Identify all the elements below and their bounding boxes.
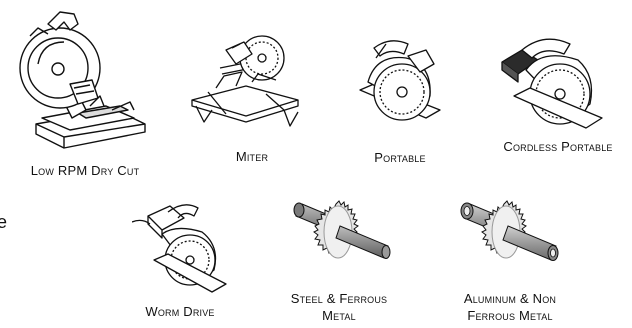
clipped-edge-text: e [0, 212, 8, 232]
portable-circular-saw-icon [359, 40, 441, 121]
aluminum-blade-icon [460, 200, 559, 261]
blade-steel-ferrous [292, 196, 392, 288]
chop-saw-icon [19, 11, 146, 149]
saw-cordless-portable [492, 30, 610, 140]
saw-low-rpm-dry-cut [8, 6, 153, 156]
blade-aluminum-non-ferrous [458, 196, 560, 288]
caption-cordless-portable: Cordless Portable [503, 139, 613, 154]
cordless-circular-saw-icon [501, 38, 603, 129]
caption-low-rpm-dry-cut: Low RPM Dry Cut [30, 163, 140, 178]
steel-blade-icon [293, 200, 391, 259]
caption-steel-ferrous-metal: Steel & Ferrous Metal [272, 290, 406, 324]
caption-aluminum-non-ferrous-metal: Aluminum & Non Ferrous Metal [436, 290, 584, 324]
miter-saw-icon [191, 35, 299, 127]
caption-miter: Miter [235, 149, 269, 164]
caption-steel-line2: Metal [322, 308, 356, 323]
saw-worm-drive [132, 200, 232, 298]
saw-miter [186, 30, 308, 130]
caption-worm-drive: Worm Drive [145, 304, 215, 319]
caption-aluminum-line1: Aluminum & Non [463, 291, 557, 306]
caption-portable: Portable [374, 150, 426, 165]
caption-aluminum-line2: Ferrous Metal [467, 308, 553, 323]
worm-drive-saw-icon [132, 204, 227, 293]
caption-steel-line1: Steel & Ferrous [290, 291, 388, 306]
saw-portable [346, 34, 450, 134]
